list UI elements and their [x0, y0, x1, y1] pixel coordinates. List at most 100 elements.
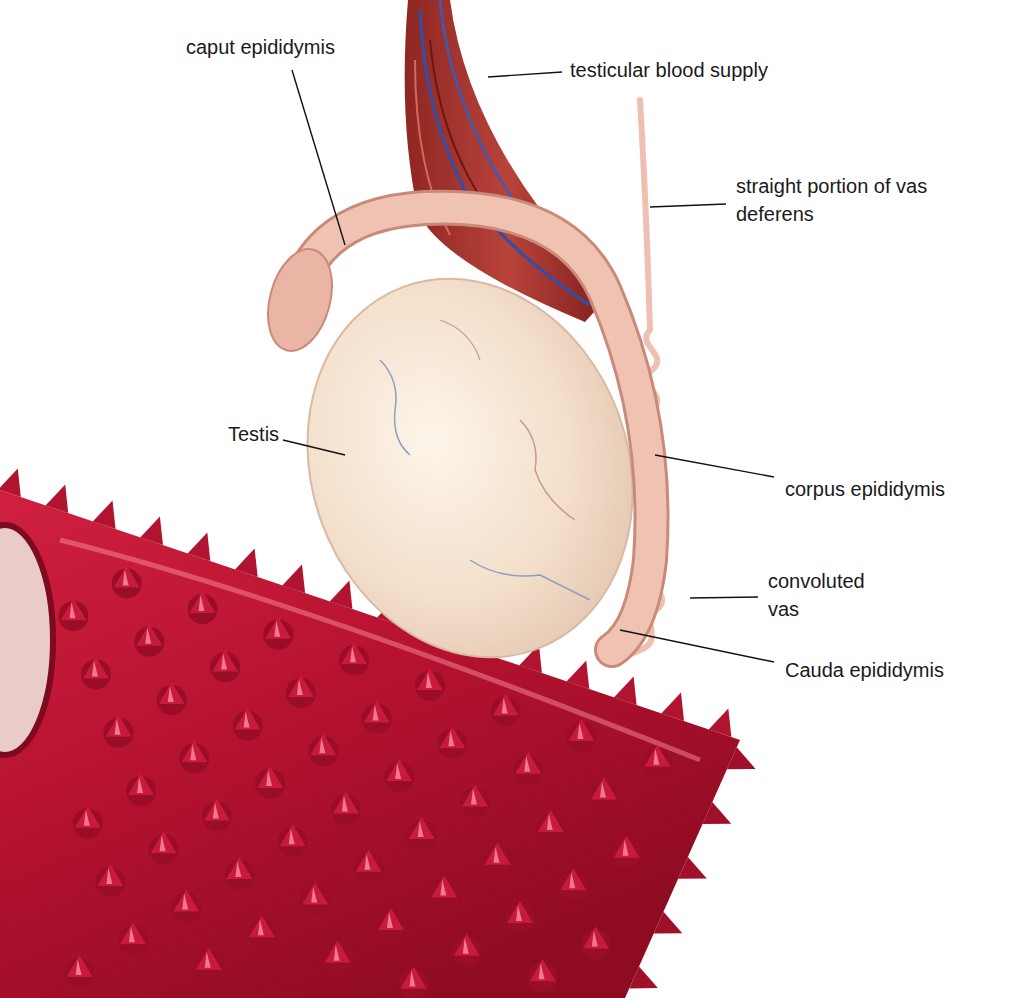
spike [160, 835, 166, 851]
spike [274, 621, 280, 637]
epididymis-body [292, 208, 652, 650]
leader-line [283, 440, 345, 455]
spike [137, 777, 143, 793]
leader-line [488, 72, 562, 77]
spike [288, 675, 314, 697]
spike [266, 770, 272, 786]
vein [440, 320, 480, 360]
spike [115, 719, 121, 735]
spike [373, 705, 379, 721]
spike [448, 730, 454, 746]
spike [136, 624, 162, 646]
spike [249, 915, 275, 937]
spike [190, 744, 196, 760]
spike [538, 810, 564, 832]
spike [516, 905, 522, 921]
spike [614, 677, 637, 706]
part-label: Cauda epididymis [785, 656, 944, 684]
spike [661, 693, 684, 722]
spike [129, 926, 135, 942]
spike [678, 857, 707, 879]
spike [325, 941, 351, 963]
spike [67, 955, 93, 977]
part-label: corpus epididymis [785, 475, 945, 503]
leader-line [292, 70, 345, 245]
spike [159, 682, 185, 704]
spike [727, 747, 756, 769]
spike [485, 843, 511, 865]
spike [567, 661, 590, 690]
spike [76, 959, 82, 975]
spike [463, 938, 469, 954]
spike [75, 806, 101, 828]
caput [258, 242, 343, 358]
spike [235, 549, 258, 578]
spike [311, 887, 317, 903]
spike [364, 701, 390, 723]
spike [431, 875, 457, 897]
spike [507, 901, 533, 923]
spike [188, 533, 211, 562]
spike [365, 854, 371, 870]
spike [644, 745, 670, 767]
spike [709, 709, 732, 738]
spike [83, 656, 109, 678]
spike [93, 501, 116, 529]
spike [289, 828, 295, 844]
leader-line [690, 597, 758, 598]
spike [213, 803, 219, 819]
spike [623, 840, 629, 856]
epididymis [258, 208, 652, 650]
spike [92, 660, 98, 676]
spike [547, 814, 553, 830]
spike [591, 777, 617, 799]
spike [439, 726, 465, 748]
spike [181, 740, 207, 762]
spike [583, 927, 609, 949]
spike [569, 719, 595, 741]
spike [440, 879, 446, 895]
spike [578, 723, 584, 739]
spike [502, 698, 508, 714]
spike [342, 796, 348, 812]
spike [106, 715, 132, 737]
spike [471, 789, 477, 805]
opening [0, 525, 53, 755]
spike [530, 959, 556, 981]
spike [106, 868, 112, 884]
spike [569, 872, 575, 888]
spike [0, 469, 21, 497]
spike [204, 799, 230, 821]
spike [387, 912, 393, 928]
spike [46, 485, 69, 513]
spike [350, 646, 356, 662]
spike [539, 963, 545, 979]
spike [168, 686, 174, 702]
part-label: straight portion of vas deferens [736, 172, 936, 228]
spike [235, 861, 241, 877]
spike [145, 628, 151, 644]
spike [297, 679, 303, 695]
spike [257, 766, 283, 788]
spike [196, 948, 222, 970]
spike [302, 883, 328, 905]
spike [409, 817, 435, 839]
part-label: caput epididymis [186, 33, 335, 61]
spike [70, 602, 76, 618]
epididymis-outline [292, 208, 652, 650]
spike [319, 737, 325, 753]
leader-line [655, 455, 774, 477]
spike [235, 708, 261, 730]
spike [386, 759, 412, 781]
spike [334, 945, 340, 961]
spike [221, 653, 227, 669]
spike [493, 694, 519, 716]
spike [494, 847, 500, 863]
spike [151, 831, 177, 853]
spike [114, 566, 140, 588]
spike [560, 868, 586, 890]
spike [356, 850, 382, 872]
spike [61, 598, 87, 620]
spike [600, 781, 606, 797]
spike [226, 857, 252, 879]
